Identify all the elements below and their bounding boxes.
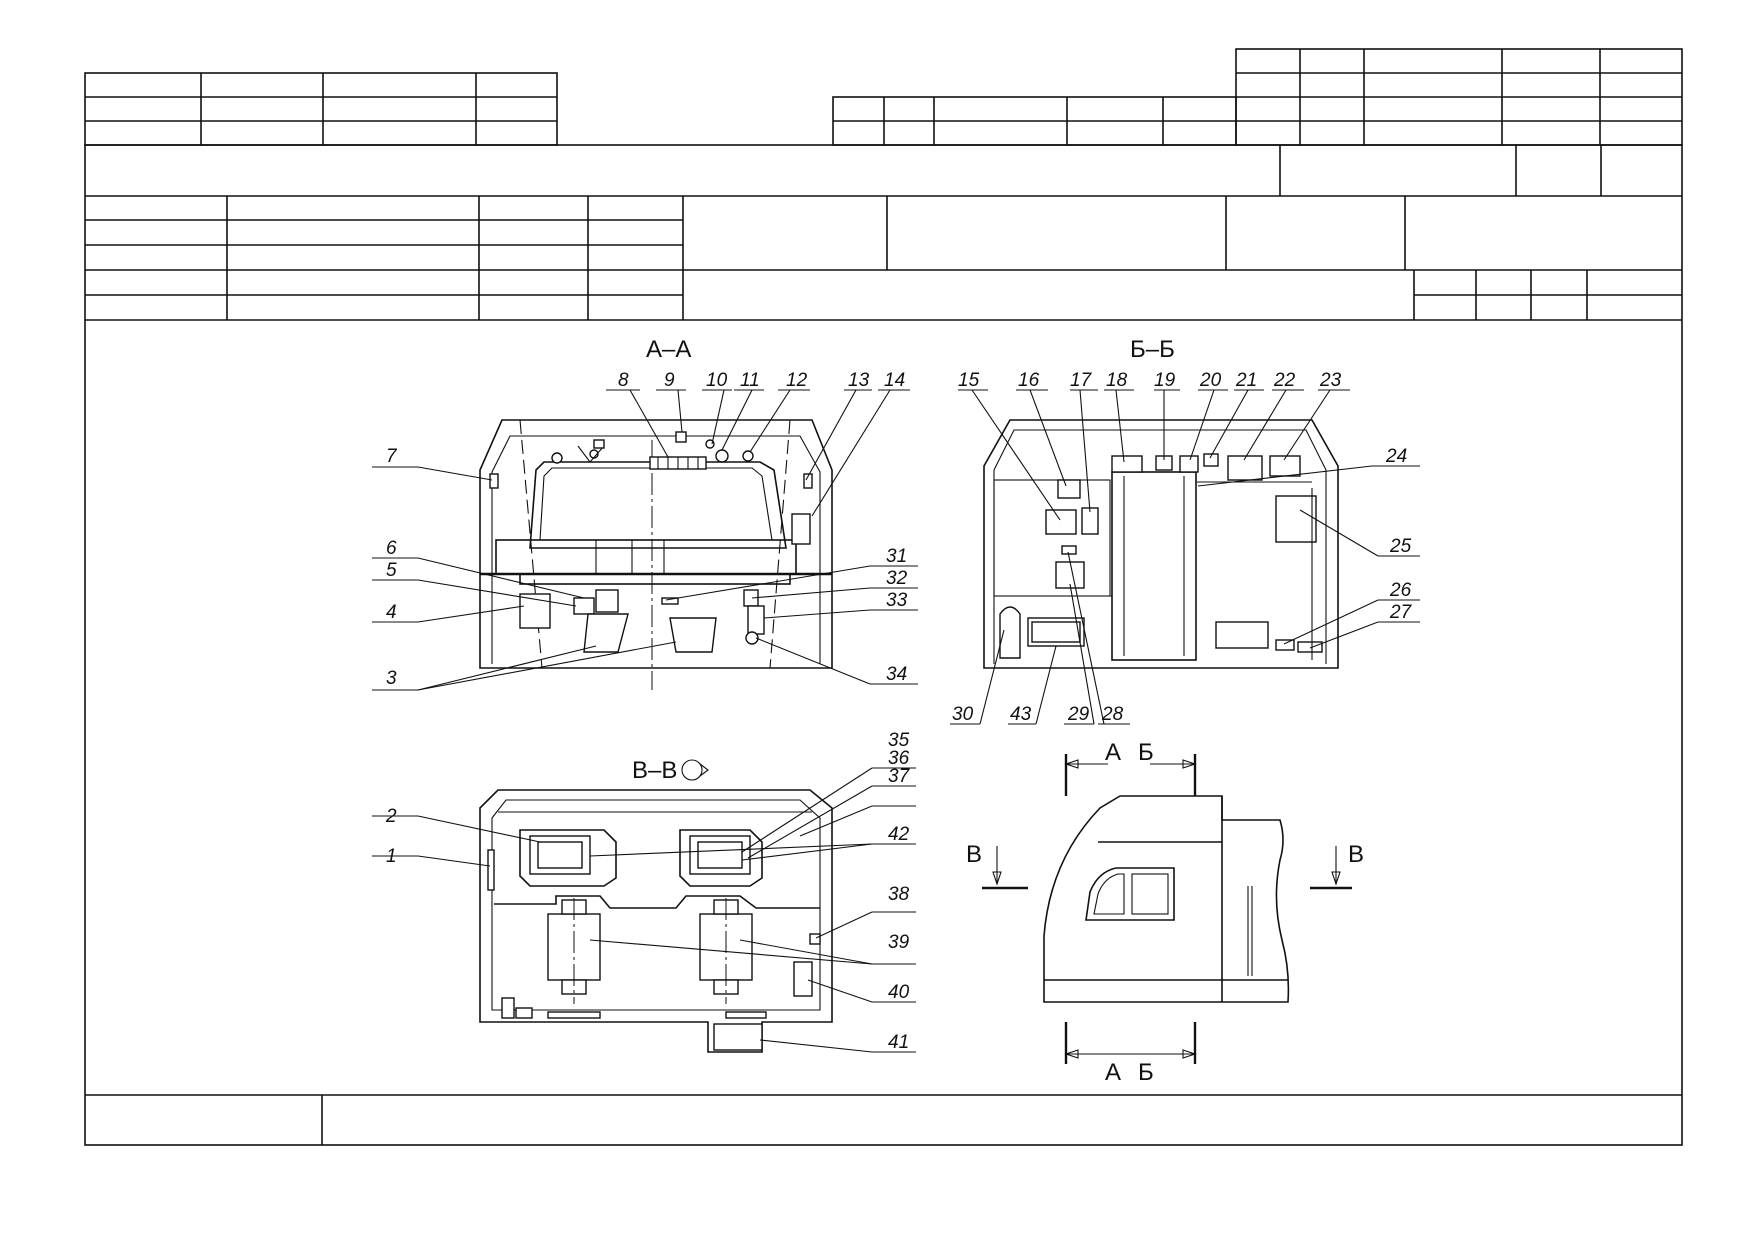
callout-41: 41 <box>888 1032 909 1053</box>
callout-22: 22 <box>1273 370 1296 391</box>
callout-43: 43 <box>1010 704 1032 725</box>
callout-12: 12 <box>786 370 808 391</box>
cut-mark-a-bottom: А <box>1105 1059 1121 1086</box>
callout-35: 35 <box>888 730 910 751</box>
callout-32: 32 <box>886 568 908 589</box>
cut-mark-v-left: В <box>966 841 982 868</box>
rotate-symbol-icon <box>681 759 703 781</box>
callout-39: 39 <box>888 932 910 953</box>
callout-16: 16 <box>1018 370 1040 391</box>
callout-17: 17 <box>1070 370 1093 391</box>
callout-25: 25 <box>1389 536 1412 557</box>
callout-40: 40 <box>888 982 910 1003</box>
callout-2: 2 <box>385 806 397 827</box>
callout-21: 21 <box>1235 370 1257 391</box>
callout-6: 6 <box>386 538 397 559</box>
callout-23: 23 <box>1319 370 1342 391</box>
callout-37: 37 <box>888 766 911 787</box>
cut-mark-v-right: В <box>1348 841 1364 868</box>
title-block-grid <box>84 48 1683 1146</box>
callout-leaders <box>372 389 1420 1053</box>
callout-33: 33 <box>886 590 908 611</box>
callout-38: 38 <box>888 884 910 905</box>
callout-14: 14 <box>884 370 905 391</box>
callout-11: 11 <box>740 370 760 391</box>
callout-19: 19 <box>1154 370 1176 391</box>
section-a-a: А–А <box>479 336 833 690</box>
section-a-a-title: А–А <box>646 336 691 363</box>
callout-28: 28 <box>1101 704 1124 725</box>
callout-42: 42 <box>888 824 910 845</box>
section-v-v: В–В <box>479 757 833 1053</box>
callout-34: 34 <box>886 664 907 685</box>
callout-27: 27 <box>1389 602 1413 623</box>
callout-30: 30 <box>952 704 974 725</box>
callout-13: 13 <box>848 370 870 391</box>
callout-20: 20 <box>1199 370 1222 391</box>
callout-31: 31 <box>886 546 907 567</box>
callout-numbers: 1 2 3 4 5 6 7 8 9 10 11 12 13 14 15 16 1… <box>385 370 1413 1053</box>
cut-mark-b-bottom: Б <box>1138 1059 1154 1086</box>
cut-mark-a-top: А <box>1105 739 1121 766</box>
callout-3: 3 <box>386 668 397 689</box>
section-v-v-title: В–В <box>632 757 677 784</box>
callout-15: 15 <box>958 370 980 391</box>
cut-mark-b-top: Б <box>1138 739 1154 766</box>
callout-1: 1 <box>386 846 397 867</box>
callout-7: 7 <box>386 446 398 467</box>
callout-18: 18 <box>1106 370 1128 391</box>
callout-8: 8 <box>618 370 629 391</box>
callout-26: 26 <box>1389 580 1412 601</box>
callout-5: 5 <box>386 560 397 581</box>
callout-29: 29 <box>1067 704 1090 725</box>
callout-9: 9 <box>664 370 675 391</box>
section-b-b-title: Б–Б <box>1130 336 1175 363</box>
callout-10: 10 <box>706 370 728 391</box>
cab-side-view: А Б А Б В В <box>966 739 1364 1086</box>
callout-24: 24 <box>1385 446 1407 467</box>
section-b-b: Б–Б <box>983 336 1339 669</box>
callout-36: 36 <box>888 748 910 769</box>
callout-4: 4 <box>386 602 397 623</box>
